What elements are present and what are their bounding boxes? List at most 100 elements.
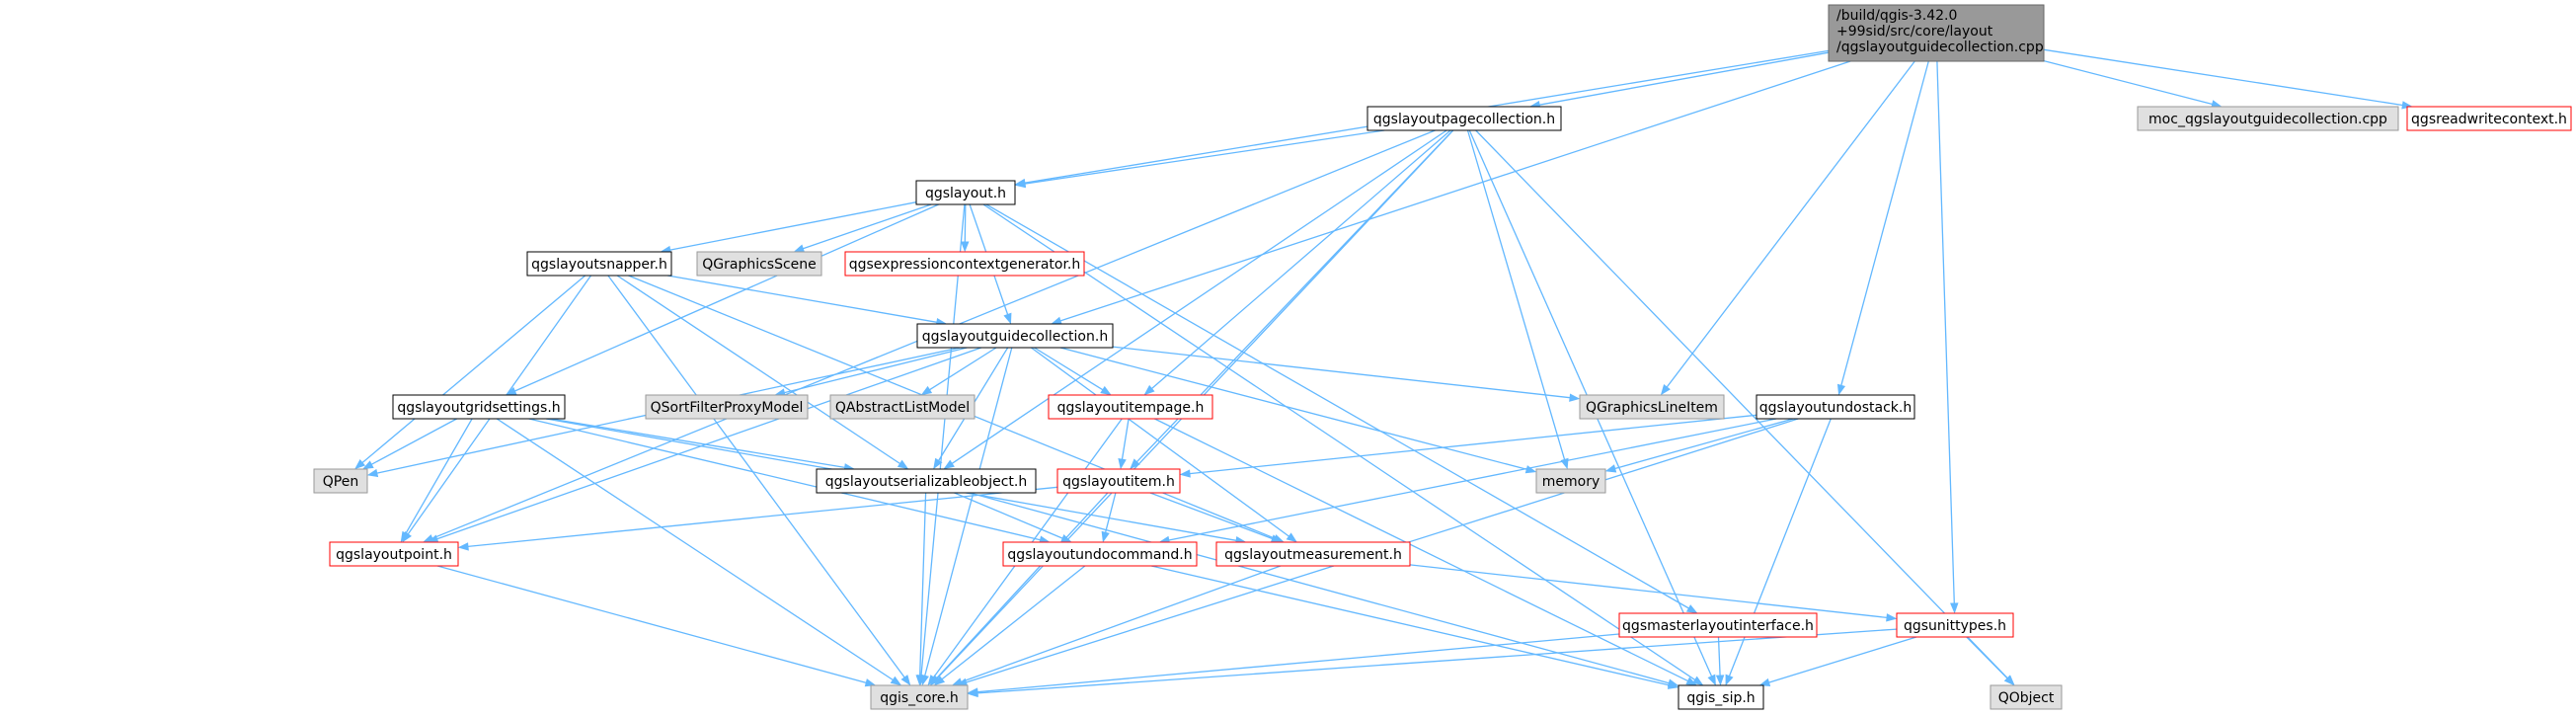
edge-line — [1034, 347, 1104, 391]
edge-qgslayoutpagecollection-to-memory — [1466, 129, 1569, 470]
edge-line — [1059, 347, 1527, 470]
edge-line — [803, 203, 932, 250]
node-qgslayoutgridsettings[interactable]: qgslayoutgridsettings.h — [392, 394, 566, 420]
edge-root-to-qgslayoutguidecollection_h — [1051, 60, 1851, 325]
node-qgsexpressioncontextgenerator[interactable]: qgsexpressioncontextgenerator.h — [844, 251, 1085, 277]
edge-qgslayoutguidecollection_h-to-qgraphicslineitem — [1112, 346, 1581, 402]
node-label: qgslayoutserializableobject.h — [825, 474, 1027, 490]
edge-qgslayoutitempage-to-qgis_sip — [1154, 418, 1697, 686]
edge-arrowhead — [1691, 676, 1704, 686]
node-qgraphicslineitem[interactable]: QGraphicsLineItem — [1579, 394, 1725, 420]
node-qgraphicsscene[interactable]: QGraphicsScene — [696, 251, 822, 277]
edge-qgslayoutitempage-to-qgslayoutitem — [1118, 418, 1130, 470]
edge-arrowhead — [1179, 469, 1191, 478]
edge-line — [616, 275, 900, 465]
edge-line — [1024, 129, 1385, 185]
node-label: qgsreadwritecontext.h — [2411, 112, 2567, 127]
edge-arrowhead — [1758, 677, 1771, 686]
edge-line — [607, 275, 905, 678]
node-qgis-sip[interactable]: qgis_sip.h — [1678, 684, 1764, 710]
edge-arrowhead — [1667, 680, 1679, 689]
node-qgsreadwritecontext[interactable]: qgsreadwritecontext.h — [2406, 106, 2572, 131]
node-label: QSortFilterProxyModel — [651, 400, 804, 416]
node-qsortfilterproxymodel[interactable]: QSortFilterProxyModel — [645, 394, 809, 420]
edge-qgslayoutpagecollection-to-qgslayoutserializableobject — [943, 129, 1447, 470]
node-label: moc_qgslayoutguidecollection.cpp — [2148, 112, 2387, 127]
edge-line — [496, 418, 894, 681]
node-qgsunittypes[interactable]: qgsunittypes.h — [1896, 612, 2014, 638]
edge-qgslayoutguidecollection_h-to-qabstractlistmodel — [920, 347, 997, 396]
edge-arrowhead — [1685, 604, 1698, 614]
edge-qgslayoutitem-to-qgis_core — [929, 492, 1109, 686]
node-qgslayoutpoint[interactable]: qgslayoutpoint.h — [329, 541, 459, 567]
edge-line — [1717, 636, 1721, 676]
edges-layer — [354, 48, 2413, 698]
edge-qgslayoutitem-to-qgslayoutundocommand — [1101, 492, 1117, 543]
edge-qgsmasterlayoutinterface-to-qgis_sip — [1715, 636, 1725, 686]
node-label: qgslayoutitempage.h — [1057, 400, 1205, 416]
edge-line — [964, 203, 967, 243]
edge-arrowhead — [1569, 393, 1581, 402]
edge-line — [1104, 492, 1117, 533]
edge-line — [1768, 636, 1917, 683]
node-qgslayoutundocommand[interactable]: qgslayoutundocommand.h — [1002, 541, 1198, 567]
edge-qgslayoutsnapper-to-qgis_core — [607, 275, 911, 686]
edge-arrowhead — [915, 675, 924, 686]
edge-line — [1966, 636, 2008, 679]
edge-qgslayout-to-qgslayoutsnapper — [660, 201, 917, 255]
node-qgslayoutpagecollection[interactable]: qgslayoutpagecollection.h — [1366, 106, 1562, 131]
node-qabstractlistmodel[interactable]: QAbstractListModel — [829, 394, 976, 420]
edge-qgslayoutserializableobject-to-qgis_sip — [969, 492, 1679, 687]
edge-qgslayoutgridsettings-to-qpen — [362, 418, 457, 470]
edge-root-to-qgraphicslineitem — [1660, 60, 1915, 396]
edge-line — [1059, 60, 1851, 322]
edge-qgslayoutundostack-to-memory — [1604, 418, 1794, 473]
node-moc[interactable]: moc_qgslayoutguidecollection.cpp — [2137, 106, 2399, 131]
edge-line — [982, 203, 1696, 680]
edge-line — [1112, 346, 1571, 399]
node-memory[interactable]: memory — [1535, 468, 1606, 494]
node-qgslayoutitem[interactable]: qgslayoutitem.h — [1056, 468, 1181, 494]
node-label: qgis_sip.h — [1686, 690, 1755, 706]
node-label: qgslayoutmeasurement.h — [1224, 547, 1402, 563]
edge-arrowhead — [890, 676, 902, 686]
edge-arrowhead — [933, 676, 946, 686]
edge-qgslayoutpoint-to-qgis_core — [436, 565, 877, 687]
edge-arrowhead — [1118, 457, 1127, 470]
edge-root-to-qgslayoutpagecollection — [1528, 51, 1830, 110]
node-qgsmasterlayoutinterface[interactable]: qgsmasterlayoutinterface.h — [1618, 612, 1818, 638]
edge-line — [985, 203, 1689, 609]
node-qpen[interactable]: QPen — [313, 468, 368, 494]
node-qgslayout[interactable]: qgslayout.h — [915, 180, 1016, 205]
edge-arrowhead — [505, 386, 517, 396]
edge-line — [361, 275, 586, 464]
edge-line — [1121, 418, 1130, 460]
edge-line — [514, 203, 939, 392]
node-qgslayoutitempage[interactable]: qgslayoutitempage.h — [1048, 394, 1213, 420]
edge-line — [1150, 565, 1670, 686]
node-qgslayoutguidecollection-h[interactable]: qgslayoutguidecollection.h — [916, 323, 1114, 349]
node-qgslayoutmeasurement[interactable]: qgslayoutmeasurement.h — [1215, 541, 1411, 567]
edge-qgslayoutserializableobject-to-qgis_core — [915, 492, 927, 686]
edge-arrowhead — [943, 459, 955, 470]
edge-root-to-qgsreadwritecontext — [2043, 48, 2413, 110]
node-qgslayoutundostack[interactable]: qgslayoutundostack.h — [1756, 394, 1915, 420]
node-qgslayoutsnapper[interactable]: qgslayoutsnapper.h — [526, 251, 672, 277]
edge-line — [1614, 418, 1794, 470]
edge-arrowhead — [929, 675, 941, 686]
node-qgis-core[interactable]: qgis_core.h — [870, 684, 969, 710]
edge-line — [1840, 60, 1929, 386]
edge-qgslayoutgridsettings-to-qgslayoutpoint — [400, 418, 473, 543]
edge-arrowhead — [1660, 384, 1671, 396]
node-label: qgslayoutitem.h — [1062, 474, 1175, 490]
node-qgslayoutserializableobject[interactable]: qgslayoutserializableobject.h — [816, 468, 1037, 494]
node-qobject[interactable]: QObject — [1990, 684, 2063, 710]
edge-arrowhead — [1950, 602, 1959, 614]
edge-arrowhead — [961, 241, 970, 253]
node-root-file[interactable]: /build/qgis-3.42.0 +99sid/src/core/layou… — [1828, 4, 2045, 62]
node-label: QPen — [323, 474, 358, 490]
node-label: qgsmasterlayoutinterface.h — [1622, 618, 1814, 634]
edge-line — [976, 628, 1898, 694]
edge-line — [1466, 129, 1566, 460]
